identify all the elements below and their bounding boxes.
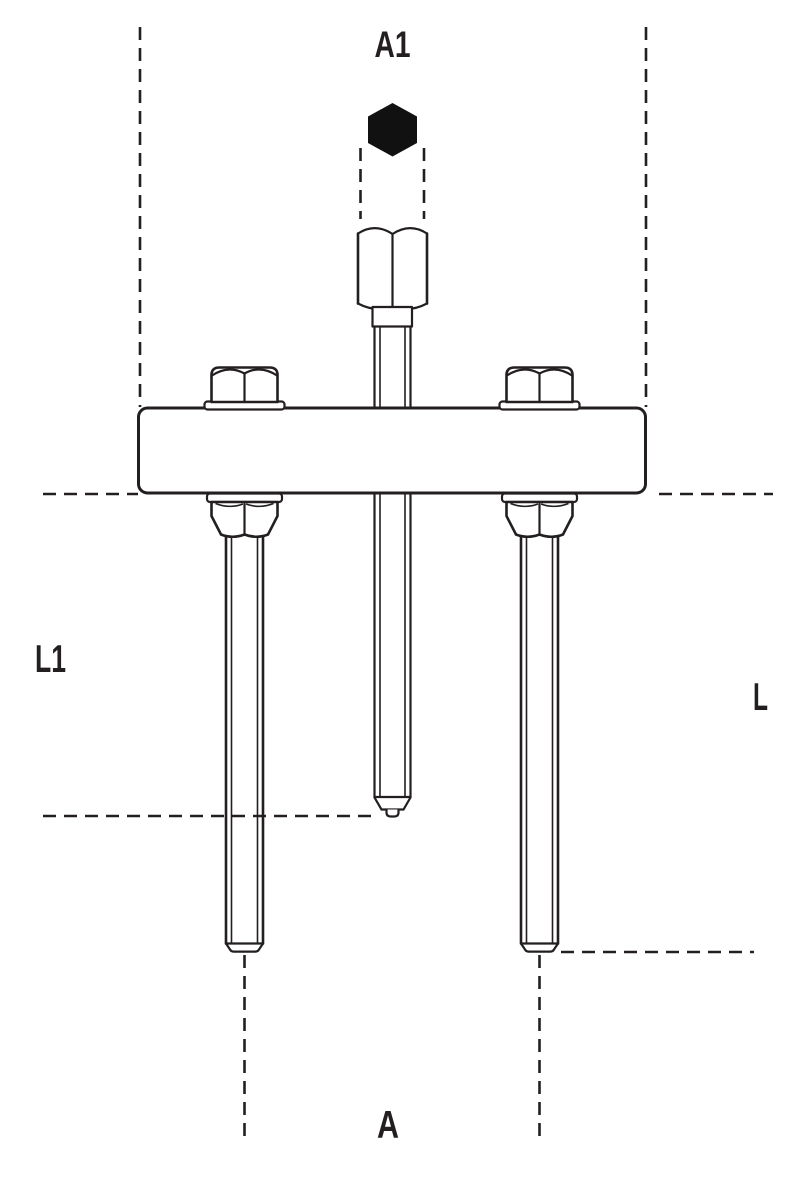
spindle-tip-nose [385,809,400,818]
right-rod-end-chamfer [519,942,560,953]
hex-drive-icon [368,103,417,157]
left-tie-rod [224,528,265,953]
left-rod-end-chamfer [224,942,265,953]
left-rod-outer-edges [224,528,265,945]
dimension-label-a: A [377,1104,399,1147]
dimension-label-a1: A1 [375,24,411,65]
spindle-shaft-outer-edges [373,325,412,799]
right-top-bolt [498,366,581,411]
spindle-tip [373,795,412,818]
left-top-bolt [203,366,286,411]
dimension-label-l1: L1 [35,638,66,681]
hex-head-sides [356,232,429,305]
dimension-lines [43,27,773,1141]
spindle-collar [371,305,414,328]
spindle-hex-head [356,227,429,311]
left-nut-top-arcs [215,502,274,508]
spindle-tip-chamfer [373,796,412,811]
left-rod-thread-lines [230,531,259,943]
dimension-label-l: L [753,676,768,719]
right-rod-outer-edges [519,528,560,945]
crossbar-beam [137,406,647,495]
right-bottom-nut [500,492,579,539]
left-bottom-nut [205,492,284,539]
right-tie-rod [519,528,560,953]
right-nut-top-arcs [510,502,569,508]
spindle-shaft-thread-lines [379,326,406,797]
right-rod-thread-lines [525,531,554,943]
center-spindle [356,227,429,818]
